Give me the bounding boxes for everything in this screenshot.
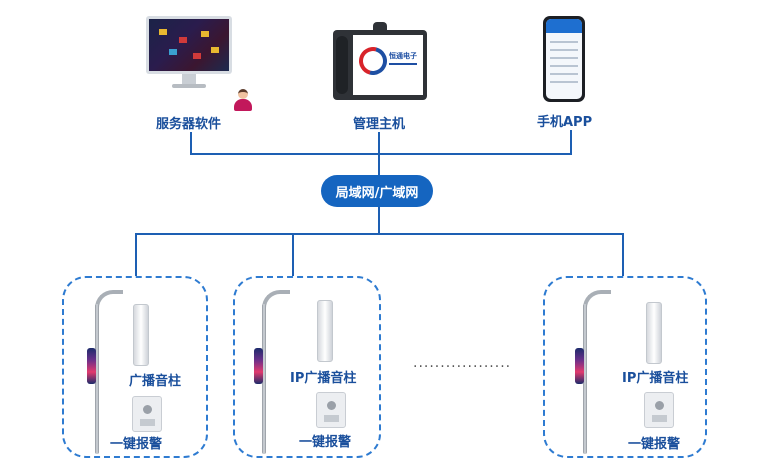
connector-line (190, 153, 572, 155)
connector-line (622, 233, 624, 276)
connector-line (292, 233, 294, 276)
smart-pole-image (242, 288, 290, 458)
mobile-app-label: 手机APP (537, 115, 593, 130)
alarm-label: 一键报警 (110, 437, 163, 452)
alarm-label: 一键报警 (628, 437, 681, 452)
device-group-3 (543, 276, 707, 458)
network-node: 局域网/广域网 (321, 175, 433, 207)
user-avatar-icon (233, 89, 253, 111)
server-software-label: 服务器软件 (156, 117, 222, 132)
speaker-column-image (646, 302, 662, 364)
management-host-label: 管理主机 (353, 117, 406, 132)
alarm-label: 一键报警 (299, 435, 352, 450)
speaker-column-image (133, 304, 149, 366)
speaker-column-label: 广播音柱 (129, 374, 182, 389)
speaker-column-label: IP广播音柱 (622, 371, 689, 386)
connector-line (135, 233, 624, 235)
connector-line (135, 233, 137, 276)
speaker-column-label: IP广播音柱 (290, 371, 357, 386)
connector-line (378, 132, 380, 154)
connector-line (570, 130, 572, 154)
connector-line (378, 207, 380, 233)
device-group-1 (62, 276, 208, 458)
host-brand-text: 恒通电子 (389, 52, 417, 60)
server-monitor-image (146, 16, 232, 88)
ellipsis-separator: ·················· (413, 359, 512, 375)
connector-line (378, 153, 380, 175)
mobile-phone-image (543, 16, 585, 102)
alarm-box-image (132, 396, 162, 432)
smart-pole-image (563, 288, 611, 458)
connector-line (190, 132, 192, 154)
smart-pole-image (75, 288, 123, 458)
management-host-image: 恒通电子 (333, 22, 427, 100)
alarm-box-image (644, 392, 674, 428)
device-group-2 (233, 276, 381, 458)
speaker-column-image (317, 300, 333, 362)
alarm-box-image (316, 392, 346, 428)
